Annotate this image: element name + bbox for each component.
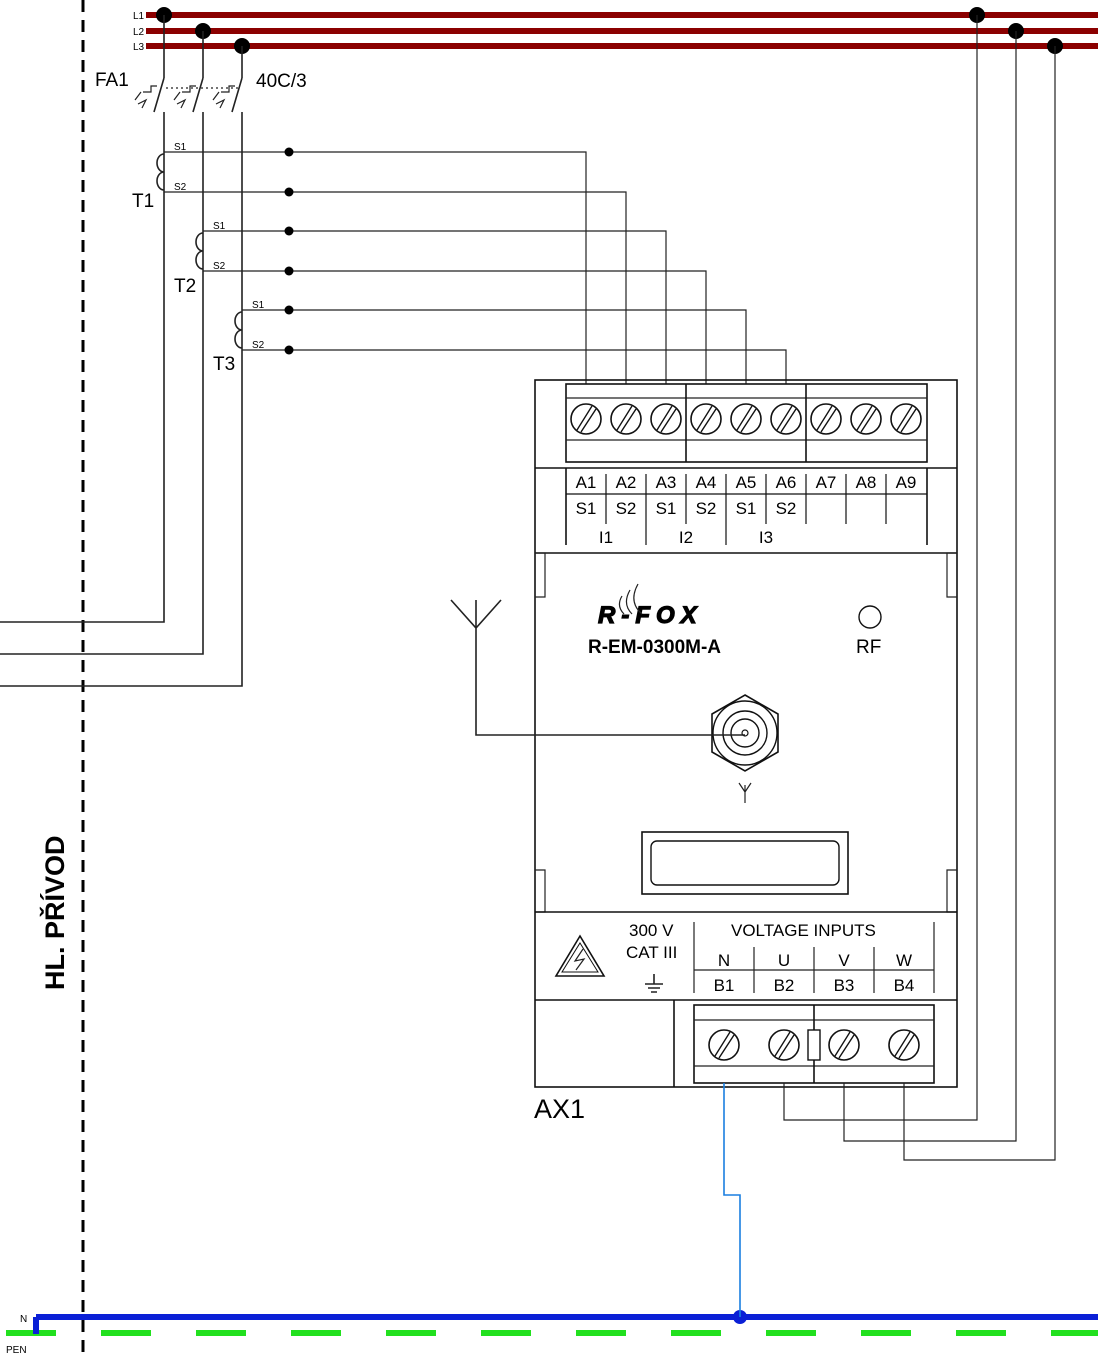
busbar-label-l2: L2 — [133, 27, 145, 38]
terminal-screw-b4 — [888, 1029, 920, 1061]
phase-busbars: L1 L2 L3 — [133, 11, 1098, 53]
breaker-rating: 40C/3 — [256, 71, 307, 92]
voltage-terminal-b2: B2 — [774, 976, 795, 995]
terminal-screw-a1 — [570, 403, 602, 435]
terminal-label-a4: A4 — [696, 473, 717, 492]
current-group-i2: I2 — [679, 528, 693, 547]
rfox-logo: R-FOX — [597, 583, 703, 630]
terminal-screw-a9 — [890, 403, 922, 435]
ct-t2-ref: T2 — [174, 276, 196, 297]
ct-t2-s1: S1 — [213, 221, 226, 232]
terminal-label-a9: A9 — [896, 473, 917, 492]
breaker-fa1: FA1 40C/3 — [95, 7, 307, 118]
terminal-screw-a8 — [850, 403, 882, 435]
feeder-conductors — [0, 118, 243, 687]
current-group-i3: I3 — [759, 528, 773, 547]
terminal-signal-a5: S1 — [736, 499, 757, 518]
voltage-category: CAT III — [626, 943, 677, 962]
ct-secondary-wiring — [284, 147, 787, 384]
voltage-phase-n: N — [718, 951, 730, 970]
antenna-connector — [711, 694, 779, 803]
voltage-terminal-labels: N B1 U B2 V B3 W B4 — [714, 951, 915, 995]
busbar-label-l1: L1 — [133, 11, 145, 22]
voltage-terminal-b4: B4 — [894, 976, 915, 995]
voltage-rating: 300 V — [629, 921, 674, 940]
terminal-screw-a5 — [730, 403, 762, 435]
ct-t1-s2: S2 — [174, 182, 187, 193]
busbar-label-l3: L3 — [133, 42, 145, 53]
terminal-screw-a7 — [810, 403, 842, 435]
rf-label: RF — [856, 637, 881, 658]
terminal-signal-a3: S1 — [656, 499, 677, 518]
terminal-screw-a2 — [610, 403, 642, 435]
terminal-signal-a2: S2 — [616, 499, 637, 518]
terminal-screw-a4 — [690, 403, 722, 435]
terminal-screw-b2 — [768, 1029, 800, 1061]
voltage-inputs-title: VOLTAGE INPUTS — [731, 921, 876, 940]
terminal-label-a8: A8 — [856, 473, 877, 492]
ct-t2: S1 S2 T2 — [174, 221, 289, 297]
ct-t3-ref: T3 — [213, 354, 235, 375]
terminal-screw-a3 — [650, 403, 682, 435]
neutral-and-pe: N PEN — [6, 1310, 1098, 1356]
device-model: R-EM-0300M-A — [588, 637, 721, 658]
terminal-signal-a1: S1 — [576, 499, 597, 518]
terminal-screw-b3 — [828, 1029, 860, 1061]
terminal-signal-a4: S2 — [696, 499, 717, 518]
ct-t3-s2: S2 — [252, 340, 265, 351]
voltage-terminal-b3: B3 — [834, 976, 855, 995]
ct-t1-s1: S1 — [174, 142, 187, 153]
terminal-screw-b1 — [708, 1029, 740, 1061]
busbar-label-pen: PEN — [6, 1345, 27, 1356]
ct-t1: S1 S2 T1 — [132, 142, 289, 212]
voltage-terminal-b1: B1 — [714, 976, 735, 995]
voltage-tap-wiring — [723, 7, 1063, 1317]
high-voltage-warning-icon — [554, 934, 606, 977]
current-group-i1: I1 — [599, 528, 613, 547]
terminal-label-a5: A5 — [736, 473, 757, 492]
ground-icon — [645, 974, 663, 993]
ct-t2-s2: S2 — [213, 261, 226, 272]
svg-text:R-FOX: R-FOX — [598, 602, 703, 629]
terminal-label-a6: A6 — [776, 473, 797, 492]
rf-led — [858, 605, 882, 629]
voltage-terminal-screws — [708, 1029, 920, 1061]
device-ref: AX1 — [534, 1094, 585, 1124]
current-terminal-screws — [570, 403, 922, 435]
terminal-label-a3: A3 — [656, 473, 677, 492]
busbar-label-n: N — [20, 1314, 27, 1325]
terminal-label-a1: A1 — [576, 473, 597, 492]
feeder-label: HL. PŘÍVOD — [39, 835, 70, 990]
terminal-label-a7: A7 — [816, 473, 837, 492]
breaker-ref: FA1 — [95, 70, 129, 91]
ct-t3-s1: S1 — [252, 300, 265, 311]
antenna-icon — [450, 599, 745, 736]
terminal-screw-a6 — [770, 403, 802, 435]
ct-t3: S1 S2 T3 — [213, 300, 289, 375]
voltage-phase-v: V — [838, 951, 850, 970]
voltage-phase-w: W — [896, 951, 912, 970]
voltage-phase-u: U — [778, 951, 790, 970]
terminal-label-a2: A2 — [616, 473, 637, 492]
ct-t1-ref: T1 — [132, 191, 154, 212]
terminal-signal-a6: S2 — [776, 499, 797, 518]
